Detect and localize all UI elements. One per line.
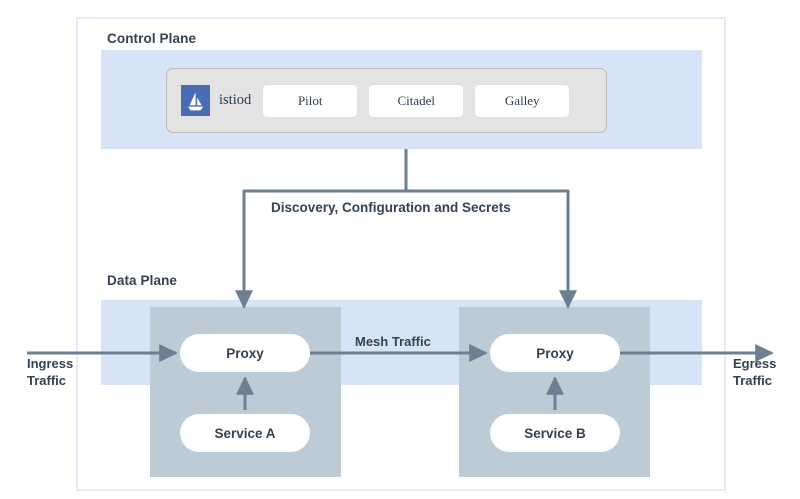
control-plane-title: Control Plane [107,31,197,46]
service-b-node[interactable]: Service B [490,414,620,452]
component-label: Pilot [297,92,323,108]
istiod-container: istiod Pilot Citadel Galley [166,68,607,133]
node-label: Proxy [536,345,574,361]
node-label: Proxy [226,345,264,361]
proxy-b-node[interactable]: Proxy [490,334,620,372]
data-plane-title: Data Plane [107,273,178,288]
ingress-traffic-label: Ingress Traffic [27,356,74,388]
component-box-pilot[interactable]: Pilot [263,84,358,117]
node-label: Service B [524,425,586,441]
mesh-traffic-label: Mesh Traffic [355,334,431,349]
istiod-brand: istiod [181,85,251,116]
component-label: Galley [504,92,540,108]
component-box-citadel[interactable]: Citadel [369,84,464,117]
component-label: Citadel [397,92,435,108]
component-box-galley[interactable]: Galley [475,84,570,117]
istiod-sailboat-icon [181,85,210,116]
diagram-outer-frame [76,17,726,491]
egress-traffic-label: Egress Traffic [733,356,777,388]
istiod-wordmark: istiod [219,92,252,108]
node-label: Service A [214,425,276,441]
discovery-edge-label: Discovery, Configuration and Secrets [271,200,511,215]
service-a-node[interactable]: Service A [180,414,310,452]
proxy-a-node[interactable]: Proxy [180,334,310,372]
